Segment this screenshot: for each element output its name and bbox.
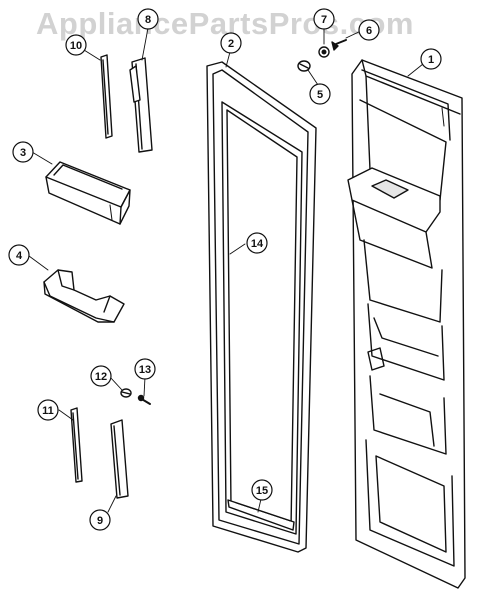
part-2-door-gasket: [206, 61, 317, 553]
callout-7: 7: [313, 8, 335, 30]
svg-text:1: 1: [428, 54, 434, 66]
part-5-plug: [297, 60, 311, 72]
svg-text:14: 14: [251, 238, 264, 250]
part-7-washer: [318, 46, 330, 58]
svg-text:5: 5: [317, 89, 323, 101]
svg-text:11: 11: [42, 405, 54, 417]
part-1-door-liner: [347, 59, 466, 589]
callout-12: 12: [90, 365, 112, 387]
callout-14: 14: [246, 232, 268, 254]
callout-11: 11: [37, 399, 59, 421]
svg-text:3: 3: [20, 147, 26, 159]
part-8-trim-clip: [129, 57, 153, 153]
callout-6: 6: [358, 19, 380, 41]
part-3-door-bin: [45, 161, 131, 225]
part-9-trim: [110, 419, 129, 499]
callout-4: 4: [8, 244, 30, 266]
part-12-screw: [120, 388, 132, 398]
callout-1: 1: [420, 48, 442, 70]
callout-13: 13: [134, 358, 156, 380]
callout-10: 10: [65, 34, 87, 56]
part-11-trim-strip: [70, 407, 83, 483]
callout-15: 15: [251, 479, 273, 501]
callouts: 1 2 3 4 5 6 7 8 9 10 11 12 13 14 15: [8, 8, 442, 531]
callout-2: 2: [220, 32, 242, 54]
part-4-door-retainer: [43, 269, 125, 323]
part-10-trim-strip: [100, 54, 113, 139]
svg-text:10: 10: [70, 40, 82, 52]
svg-text:15: 15: [256, 485, 268, 497]
svg-text:13: 13: [139, 364, 151, 376]
svg-text:2: 2: [228, 38, 234, 50]
svg-text:9: 9: [97, 515, 103, 527]
svg-text:12: 12: [95, 371, 107, 383]
svg-text:7: 7: [321, 14, 327, 26]
callout-8: 8: [137, 8, 159, 30]
svg-text:8: 8: [145, 14, 151, 26]
callout-5: 5: [309, 83, 331, 105]
part-6-screw: [331, 39, 347, 51]
svg-text:6: 6: [366, 25, 372, 37]
callout-9: 9: [89, 509, 111, 531]
callout-3: 3: [12, 141, 34, 163]
svg-text:4: 4: [16, 250, 23, 262]
part-13-screw: [137, 394, 151, 405]
